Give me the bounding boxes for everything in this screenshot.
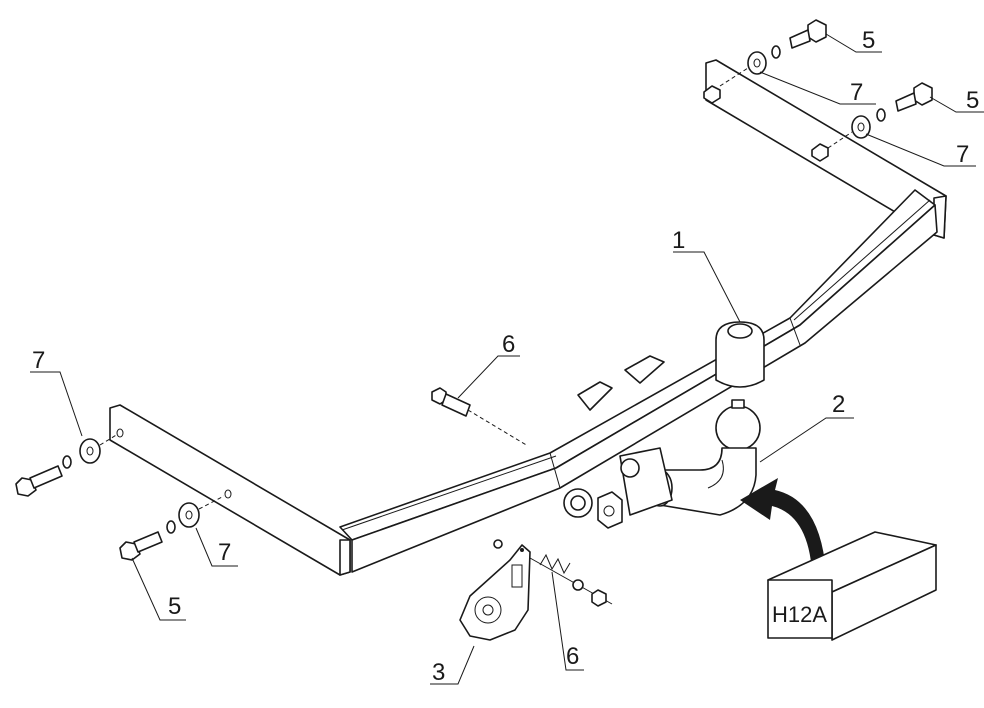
tow-ball-assembly xyxy=(563,321,765,529)
callouts: 1 2 3 5 5 5 6 6 7 7 7 7 xyxy=(30,27,984,686)
model-box-label: H12A xyxy=(772,602,827,627)
rotation-arrow-icon xyxy=(740,478,826,572)
left-hardware xyxy=(15,433,225,561)
top-right-hardware xyxy=(719,19,933,149)
callout-5-bottom-left: 5 xyxy=(168,593,181,620)
callout-7-top-b: 7 xyxy=(956,141,969,168)
callout-7-left-top: 7 xyxy=(32,347,45,374)
center-pin xyxy=(431,387,529,447)
callout-2: 2 xyxy=(832,391,845,418)
callout-3: 3 xyxy=(432,659,445,686)
socket-plate xyxy=(459,539,531,641)
cross-beam xyxy=(109,59,947,576)
spring-pin-assembly xyxy=(529,553,613,607)
callout-7-left-bottom: 7 xyxy=(218,539,231,566)
callout-6-upper: 6 xyxy=(502,331,515,358)
callout-7-top-a: 7 xyxy=(850,79,863,106)
model-box: H12A xyxy=(767,531,937,641)
callout-1: 1 xyxy=(672,227,685,254)
callout-5-top-b: 5 xyxy=(966,87,979,114)
callout-5-top-a: 5 xyxy=(862,27,875,54)
callout-6-lower: 6 xyxy=(566,643,579,670)
